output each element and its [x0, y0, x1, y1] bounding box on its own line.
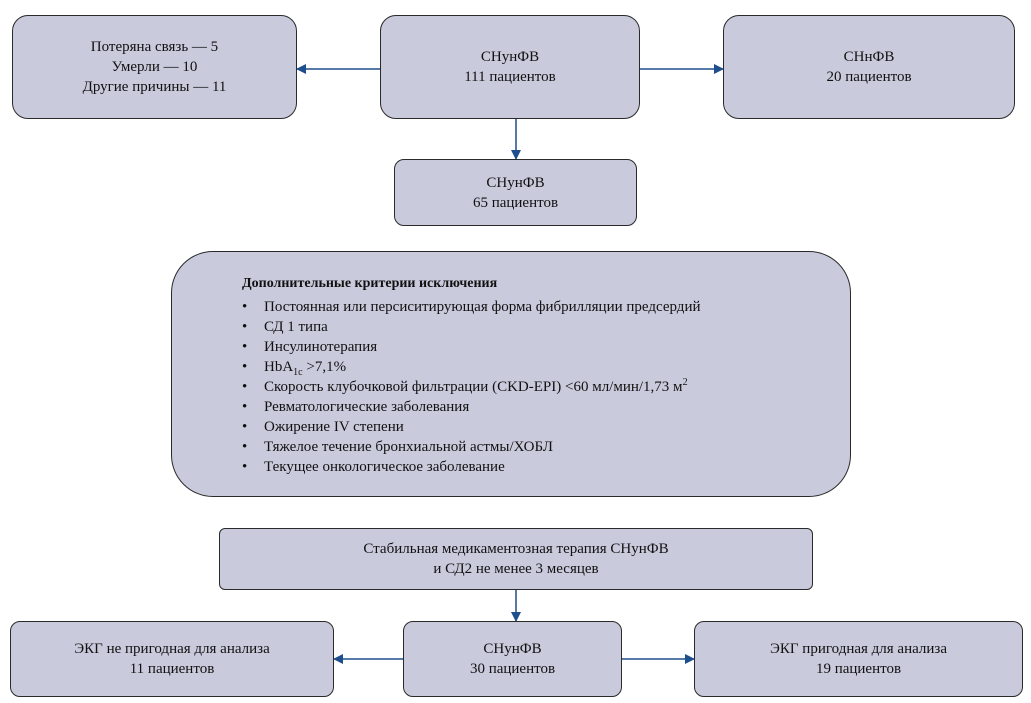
ecg-unsuitable-count: 11 пациентов: [129, 661, 215, 677]
ecg-unsuitable-title: ЭКГ не пригодная для анализа: [74, 641, 270, 657]
hfref-20-count: 20 пациентов: [826, 69, 912, 85]
exclusion-criteria-list: •Постоянная или персиситирующая форма фи…: [242, 297, 701, 477]
stable-therapy-box: Стабильная медикаментозная терапия СНунФ…: [219, 528, 813, 590]
criteria-item: •Тяжелое течение бронхиальной астмы/ХОБЛ: [242, 439, 553, 455]
bullet: •: [242, 339, 248, 355]
hfpef-65-count: 65 пациентов: [472, 194, 559, 211]
hfpef-30-box: СНунФВ 30 пациентов: [403, 621, 622, 697]
bullet: •: [242, 319, 248, 335]
bullet: •: [242, 419, 248, 435]
bullet: •: [242, 299, 248, 315]
ecg-unsuitable-box: ЭКГ не пригодная для анализа 11 пациенто…: [10, 621, 334, 697]
stable-therapy-line-1: Стабильная медикаментозная терапия СНунФ…: [363, 541, 669, 557]
exclusion-criteria-box: Дополнительные критерии исключения •Пост…: [171, 251, 851, 497]
hfpef-65-title: СНунФВ: [486, 174, 545, 191]
hfpef-111-box: СНунФВ 111 пациентов: [380, 15, 640, 119]
criteria-item: •Ожирение IV степени: [242, 419, 404, 435]
hfpef-111-title: СНунФВ: [480, 49, 540, 65]
lost-contact-text: Потеряна связь — 5: [90, 39, 219, 55]
hfref-20-title: СНнФВ: [843, 49, 895, 65]
criteria-item-hba1c: •HbA1c >7,1%: [242, 359, 347, 378]
hfpef-30-title: СНунФВ: [483, 641, 542, 657]
exclusion-criteria-title: Дополнительные критерии исключения: [242, 276, 498, 291]
excluded-reasons-box: Потеряна связь — 5 Умерли — 10 Другие пр…: [12, 15, 297, 119]
hfref-20-box: СНнФВ 20 пациентов: [723, 15, 1015, 119]
bullet: •: [242, 399, 248, 415]
bullet: •: [242, 439, 248, 455]
bullet: •: [242, 359, 248, 375]
hfpef-111-count: 111 пациентов: [464, 69, 556, 85]
criteria-item: •Постоянная или персиситирующая форма фи…: [242, 299, 701, 315]
bullet: •: [242, 459, 248, 475]
ecg-suitable-box: ЭКГ пригодная для анализа 19 пациентов: [694, 621, 1023, 697]
criteria-item-gfr: •Скорость клубочковой фильтрации (CKD-EP…: [242, 377, 688, 396]
ecg-suitable-count: 19 пациентов: [815, 661, 902, 677]
hfpef-30-count: 30 пациентов: [469, 661, 556, 677]
criteria-item: •Ревматологические заболевания: [242, 399, 470, 415]
died-text: Умерли — 10: [111, 59, 198, 75]
ecg-suitable-title: ЭКГ пригодная для анализа: [769, 641, 948, 657]
criteria-item: •Текущее онкологическое заболевание: [242, 459, 505, 475]
stable-therapy-line-2: и СД2 не менее 3 месяцев: [433, 561, 599, 577]
other-reasons-text: Другие причины — 11: [82, 79, 227, 95]
bullet: •: [242, 379, 248, 395]
hfpef-65-box: СНунФВ 65 пациентов: [394, 159, 637, 226]
criteria-item: •Инсулинотерапия: [242, 339, 378, 355]
criteria-item: •СД 1 типа: [242, 319, 328, 335]
